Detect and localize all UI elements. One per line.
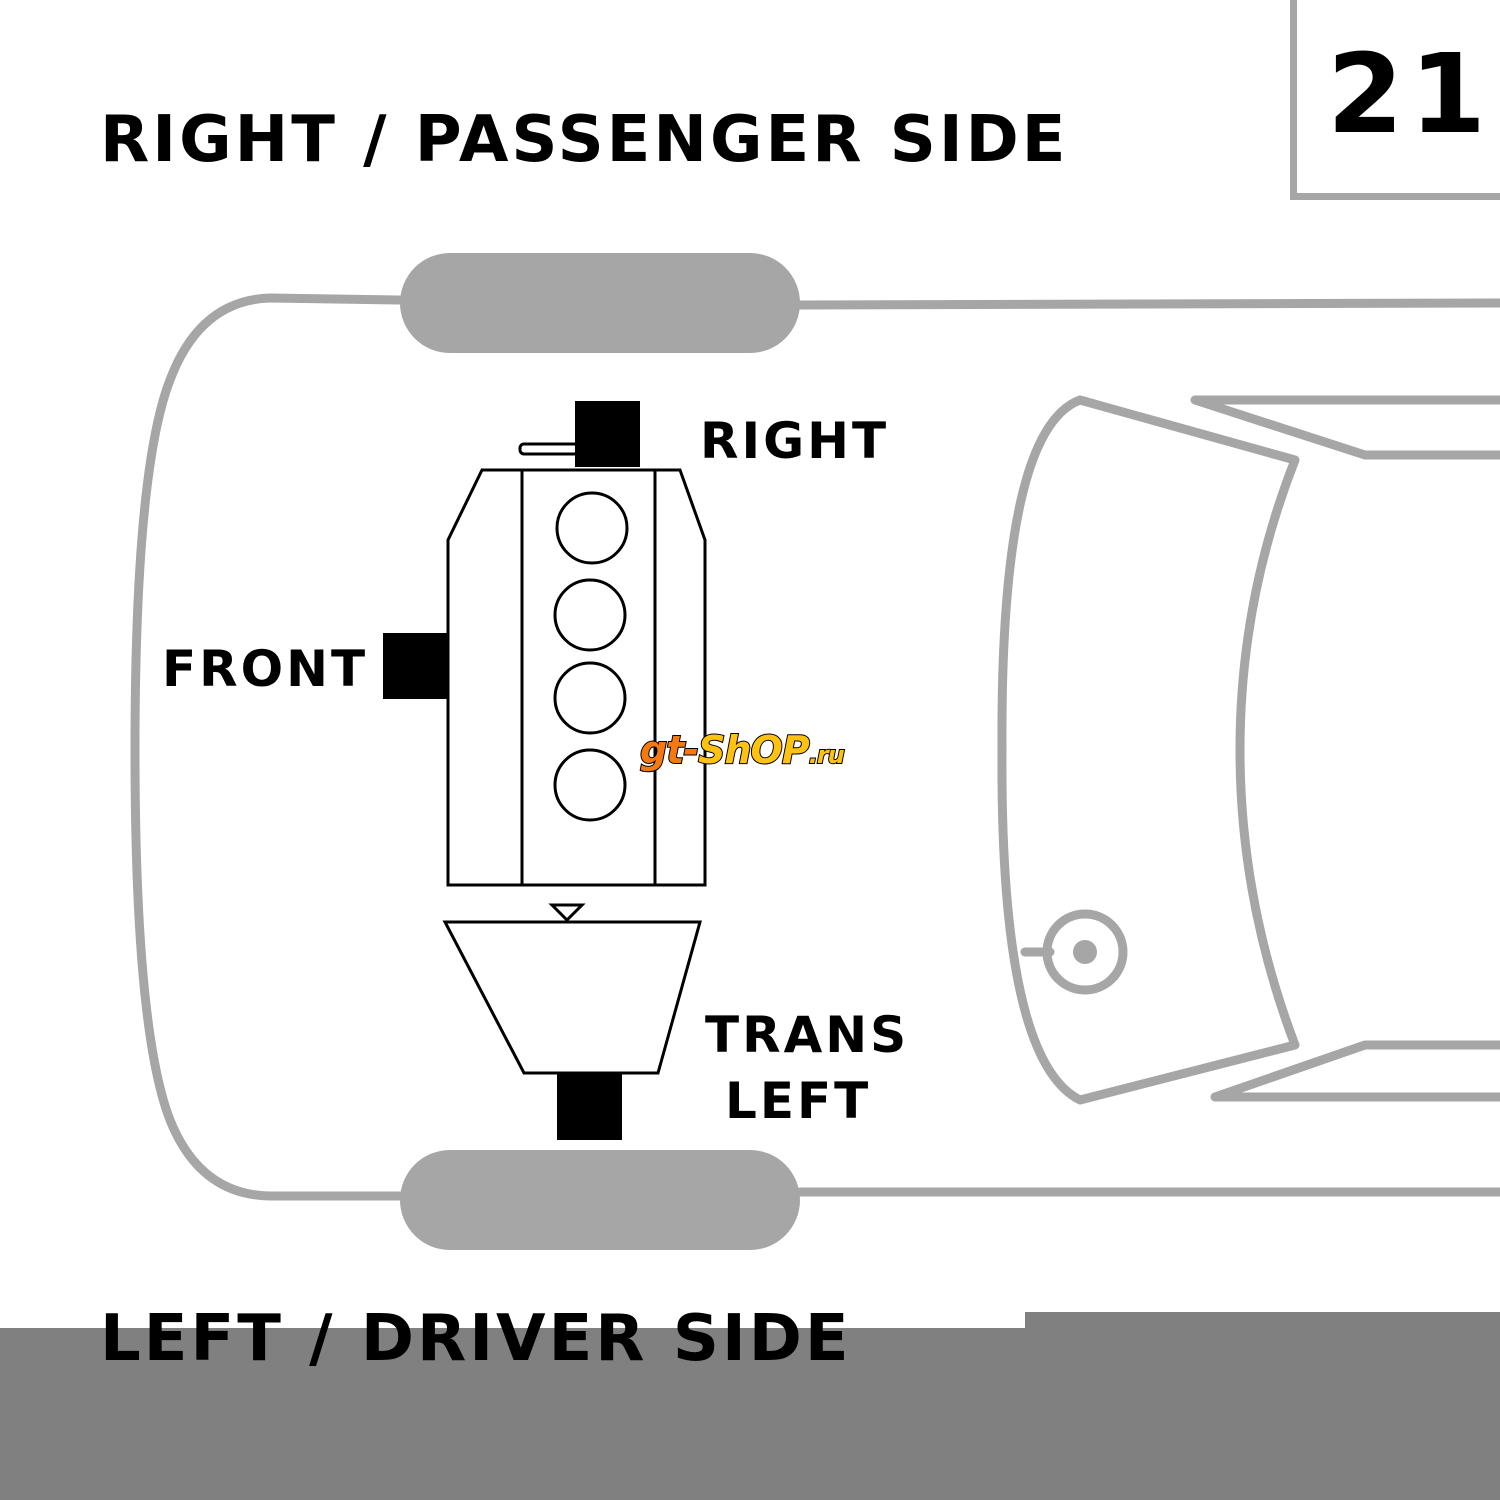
front-right-wheel: [400, 253, 800, 353]
cylinder-2: [553, 578, 627, 652]
windshield-outline: [997, 395, 1300, 1105]
front-mount: [383, 633, 448, 699]
car-body-outline: [130, 293, 405, 1201]
cylinder-1: [555, 491, 629, 565]
right-mount: [575, 401, 640, 467]
watermark-part-1: gt-: [639, 727, 700, 773]
front-left-wheel: [400, 1150, 800, 1250]
trans-left-mount: [557, 1073, 622, 1140]
fuel-cap-center: [1073, 940, 1097, 964]
roof-line-bottom: [1210, 1040, 1500, 1102]
label-trans: TRANS: [705, 1006, 910, 1064]
roof-line-top: [1190, 395, 1500, 460]
page-number-box: 21: [1290, 0, 1500, 200]
cylinder-4: [553, 748, 627, 822]
gray-overlay-bottom: [0, 1328, 1500, 1500]
flywheel-marker: [548, 903, 586, 923]
page-title: RIGHT / PASSENGER SIDE: [100, 103, 1069, 177]
watermark-part-3: .ru: [808, 740, 846, 770]
gray-overlay-right: [1025, 1312, 1500, 1332]
footer-title: LEFT / DRIVER SIDE: [100, 1302, 852, 1376]
label-front: FRONT: [162, 640, 369, 698]
watermark-logo: gt-ShOP.ru: [639, 727, 846, 773]
dipstick: [518, 442, 580, 456]
label-right: RIGHT: [700, 412, 890, 470]
watermark-part-2: ShOP: [697, 727, 811, 773]
label-left: LEFT: [725, 1072, 872, 1130]
transmission: [442, 920, 702, 1075]
car-side-top: [795, 298, 1500, 310]
page-number: 21: [1327, 30, 1493, 158]
cylinder-3: [553, 661, 627, 735]
